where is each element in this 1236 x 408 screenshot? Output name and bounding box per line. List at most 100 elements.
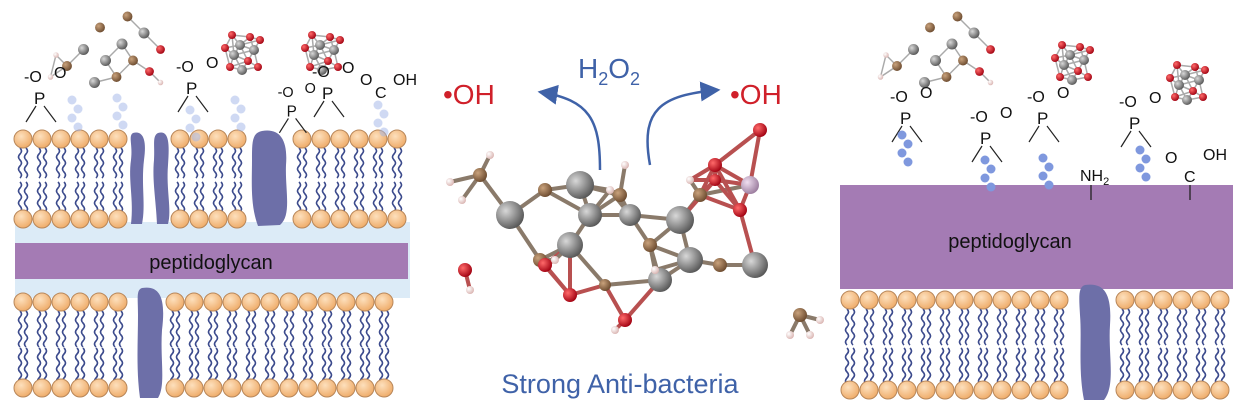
- teichoic-unit: [230, 113, 240, 123]
- bond: [1028, 125, 1040, 143]
- teichoic-unit: [73, 122, 83, 132]
- h2o2-subscript: 2: [598, 69, 608, 89]
- lipid-tail: [237, 147, 243, 179]
- lipid-tail: [1157, 347, 1163, 385]
- lipid-tail: [1040, 308, 1046, 346]
- arrow-left: [537, 84, 602, 171]
- lipid-head: [387, 209, 407, 229]
- carbon-atom: [1067, 75, 1077, 85]
- phosphate-o-minus: -O: [24, 69, 42, 86]
- bond: [313, 100, 325, 118]
- lipid-tail: [882, 308, 888, 346]
- carbon-atom: [1079, 55, 1089, 65]
- phosphate-o: O: [54, 65, 66, 82]
- lipid-tail: [391, 147, 397, 179]
- lipid-tail: [93, 147, 99, 179]
- lipid-tail: [1040, 347, 1046, 385]
- lipid-head: [897, 380, 917, 400]
- hydrogen-atom: [486, 151, 494, 159]
- metal-atom: [62, 61, 72, 71]
- bond: [989, 145, 1003, 163]
- lipid-head: [51, 129, 71, 149]
- lipid-tail: [977, 347, 983, 385]
- oxygen-atom: [301, 44, 309, 52]
- lipid-tail: [346, 310, 352, 348]
- oxygen-atom: [1074, 67, 1082, 75]
- phosphate-p: P: [1037, 109, 1048, 128]
- lipid-tail: [315, 181, 321, 213]
- lipid-tail: [188, 347, 194, 385]
- lipid-head: [317, 292, 337, 312]
- lipid-tail: [882, 347, 888, 385]
- lipid-head: [973, 290, 993, 310]
- lipid-tail: [1214, 308, 1220, 346]
- bond: [1120, 130, 1132, 148]
- carboxyl-oh: OH: [393, 72, 417, 89]
- lipid-tail: [112, 310, 118, 348]
- lipid-head: [897, 290, 917, 310]
- hydrogen-atom: [621, 161, 629, 169]
- lipid-head: [227, 209, 247, 229]
- lipid-tail: [251, 347, 257, 385]
- lipid-head: [1191, 380, 1211, 400]
- lipid-tail: [920, 347, 926, 385]
- carbon-atom: [648, 268, 672, 292]
- lipid-tail: [1176, 308, 1182, 346]
- teichoic-unit: [379, 109, 389, 119]
- lipid-tail: [93, 347, 99, 385]
- hydrogen-atom: [157, 79, 164, 86]
- teichoic-unit: [1135, 145, 1145, 155]
- lipid-head: [954, 380, 974, 400]
- lipid-head: [170, 209, 190, 229]
- metal-atom: [95, 22, 105, 33]
- bond: [713, 128, 762, 167]
- phosphate-o: O: [1057, 85, 1069, 102]
- lipid-tail: [55, 181, 61, 213]
- teichoic-unit: [73, 104, 83, 114]
- lipid-tail: [36, 310, 42, 348]
- lipid-tail: [180, 147, 186, 179]
- lipid-tail: [321, 181, 327, 213]
- hydrogen-atom: [47, 74, 54, 80]
- lipid-head: [260, 292, 280, 312]
- lipid-head: [208, 209, 228, 229]
- lipid-tail: [80, 347, 86, 385]
- lipid-tail: [180, 181, 186, 213]
- oxygen-atom: [226, 63, 234, 71]
- lipid-head: [1172, 290, 1192, 310]
- metal-atom: [793, 308, 807, 322]
- lipid-head: [108, 378, 128, 398]
- lipid-head: [1115, 380, 1135, 400]
- lipid-head: [1049, 290, 1069, 310]
- center-panel: •OH •OH H2O2 Strong Anti-bacteria: [443, 53, 824, 399]
- lipid-head: [70, 378, 90, 398]
- lipid-tail: [1138, 308, 1144, 346]
- phosphate-p: P: [1129, 114, 1140, 133]
- lipid-tail: [283, 310, 289, 348]
- lipid-tail: [321, 147, 327, 179]
- lipid-tail: [996, 308, 1002, 346]
- carbon-atom: [116, 38, 128, 50]
- oxygen-atom: [336, 36, 344, 44]
- lipid-tail: [270, 347, 276, 385]
- lipid-head: [387, 129, 407, 149]
- lipid-tail: [863, 308, 869, 346]
- phosphorus-atom: [741, 176, 759, 194]
- lipid-head: [165, 292, 185, 312]
- carbon-atom: [930, 55, 941, 66]
- phosphate-p: P: [322, 84, 333, 103]
- lipid-tail: [1220, 308, 1226, 346]
- carbon-atom: [1174, 80, 1184, 90]
- lipid-tail: [945, 347, 951, 385]
- lipid-tail: [23, 310, 29, 348]
- lipid-tail: [1034, 347, 1040, 385]
- phosphate-o: O: [342, 60, 354, 77]
- bond: [295, 118, 307, 134]
- lipid-tail: [80, 310, 86, 348]
- carbon-atom: [237, 65, 247, 75]
- membrane-protein: [137, 287, 164, 398]
- lipid-head: [368, 209, 388, 229]
- lipid-head: [330, 129, 350, 149]
- peptidoglycan-layer: [15, 243, 408, 279]
